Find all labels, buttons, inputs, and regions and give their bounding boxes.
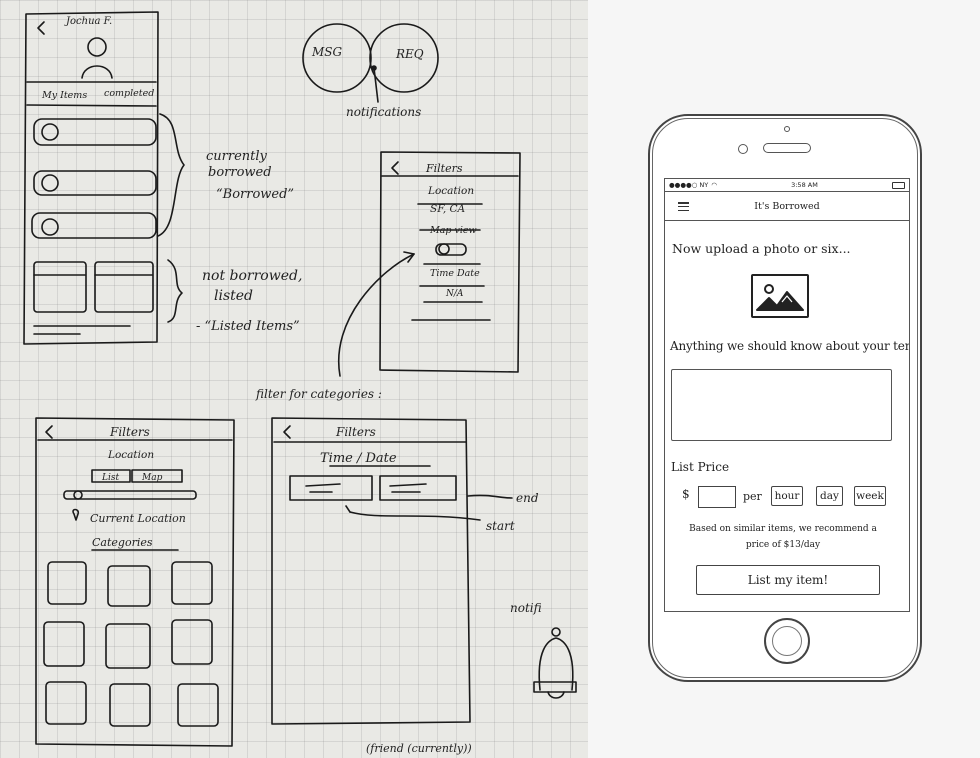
sketch-tab-completed: completed: [104, 88, 154, 99]
venn-msg: MSG: [311, 45, 343, 59]
description-prompt: Anything we should know about your tent?: [670, 339, 910, 353]
note-borrowed: borrowed: [208, 165, 272, 180]
large-filters-current-location: Current Location: [90, 512, 186, 525]
small-filters-na: N/A: [445, 289, 464, 299]
large-filters-map-tab: Map: [141, 473, 163, 483]
sketch-drawing: [23, 11, 577, 747]
note-listed: listed: [214, 288, 253, 304]
large-filters-list-tab: List: [101, 473, 119, 483]
small-filters-title: Filters: [425, 162, 463, 175]
list-item-button[interactable]: List my item!: [696, 565, 880, 595]
venn-req: REQ: [395, 47, 424, 61]
upload-prompt: Now upload a photo or six...: [672, 241, 851, 256]
large-filters-location: Location: [107, 449, 154, 461]
earpiece-speaker: [763, 143, 811, 153]
unit-day-button[interactable]: day: [816, 486, 843, 506]
per-label: per: [743, 490, 762, 503]
small-filters-time-date: Time Date: [430, 268, 480, 279]
note-end: end: [516, 491, 539, 505]
note-not-borrowed: not borrowed,: [202, 268, 302, 284]
front-camera-icon: [738, 144, 748, 154]
note-start: start: [486, 519, 515, 533]
venn-notifications: notifications: [346, 105, 421, 119]
hamburger-menu-icon[interactable]: [678, 202, 689, 212]
note-friend: (friend (currently)): [366, 742, 472, 755]
note-listed-items: - “Listed Items”: [196, 319, 300, 334]
nav-bar: It's Borrowed: [665, 192, 909, 221]
currency-symbol: $: [682, 487, 690, 501]
description-textarea[interactable]: [671, 369, 892, 441]
status-bar: ●●●●○ NY ◠ 3:58 AM: [665, 179, 909, 192]
unit-hour-button[interactable]: hour: [771, 486, 803, 506]
small-filters-map-view: Map view: [429, 225, 477, 236]
note-filter-categories: filter for categories :: [255, 387, 382, 401]
sketch-tab-items: My Items: [41, 90, 87, 101]
price-recommendation: Based on similar items, we recommend a p…: [689, 524, 877, 550]
profile-screen-frame: [23, 11, 159, 345]
price-input[interactable]: [698, 486, 736, 508]
sketch-paper: Jochua F. My Items completed currently b…: [0, 0, 588, 758]
photo-upload-icon[interactable]: [751, 274, 809, 318]
phone-bezel: [652, 118, 918, 678]
time-filters-subtitle: Time / Date: [320, 451, 397, 466]
small-filters-location-value: SF, CA: [430, 203, 466, 215]
small-filters-location: Location: [427, 185, 474, 197]
battery-icon: [892, 181, 905, 189]
proximity-sensor: [784, 126, 790, 132]
status-time: 3:58 AM: [791, 181, 818, 189]
list-price-label: List Price: [671, 460, 730, 474]
note-notifi: notifi: [510, 601, 542, 615]
sketch-labels: Jochua F. My Items completed currently b…: [41, 16, 542, 755]
carrier-signal: ●●●●○ NY: [669, 181, 709, 189]
large-filters-categories: Categories: [92, 536, 153, 549]
sketch-user-name: Jochua F.: [64, 16, 112, 27]
large-filters-title: Filters: [109, 425, 150, 439]
note-currently: currently: [206, 149, 268, 164]
home-button[interactable]: [764, 618, 810, 664]
app-title: It's Borrowed: [754, 200, 820, 212]
wifi-icon: ◠: [711, 181, 717, 189]
note-borrowed-quote: “Borrowed”: [216, 187, 294, 202]
time-filters-title: Filters: [335, 425, 376, 439]
app-screen: ●●●●○ NY ◠ 3:58 AM It's Borrowed Now upl…: [664, 178, 910, 612]
unit-week-button[interactable]: week: [854, 486, 886, 506]
